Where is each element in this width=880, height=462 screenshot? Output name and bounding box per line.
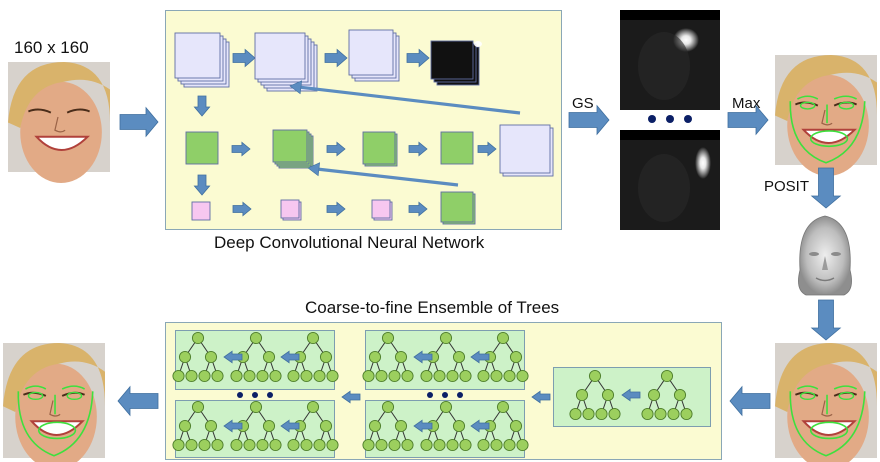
- arrow-fc-3: [408, 141, 428, 157]
- heatmap-bottom-face-shadow: [638, 154, 690, 222]
- output-block: [499, 124, 554, 177]
- arrow-face-to-ensemble: [729, 385, 771, 417]
- tree-row-2b-arrow2: [470, 419, 490, 433]
- arrow-box-to-box: [341, 390, 361, 404]
- arrow-face-to-head: [810, 167, 842, 209]
- arrow-input-to-dcnn: [119, 106, 159, 138]
- conv-block-1: [174, 32, 230, 88]
- tree-row-2a-tree1: [172, 400, 224, 452]
- arrow-fc-4: [477, 141, 497, 157]
- conv-block-3: [348, 29, 400, 82]
- feature-map-stack: [430, 40, 480, 86]
- arrow-dcnn-to-heatmaps: [568, 104, 610, 136]
- arrow-down-1: [193, 95, 211, 117]
- tree-row-2b-tree3: [477, 400, 529, 452]
- fc-block-5: [440, 191, 476, 225]
- heatmap-bottom-blob: [695, 147, 711, 179]
- arrow-conv-2: [324, 48, 348, 68]
- posit-label: POSIT: [764, 178, 810, 195]
- arrow-heatmaps-to-face: [727, 104, 769, 136]
- arrow-down-2: [193, 174, 211, 196]
- arrow-conv-3: [406, 48, 430, 68]
- max-label: Max: [732, 95, 761, 112]
- tree-row-2b-arrow1: [413, 419, 433, 433]
- arrow-small-3: [408, 201, 428, 217]
- face-after-max: [775, 55, 877, 176]
- ellipsis-dots-row-b: [427, 392, 463, 398]
- tree-row-2b-tree1: [362, 400, 414, 452]
- tree-row-1b-tree1: [362, 331, 414, 383]
- fc-block-3: [362, 131, 398, 167]
- arrow-fc-1: [231, 141, 251, 157]
- initial-tree-arrow: [621, 388, 641, 402]
- initial-tree-2: [641, 369, 693, 421]
- tree-row-2a-arrow2: [280, 419, 300, 433]
- skip-arrow-2: [307, 162, 459, 187]
- arrow-small-2: [326, 201, 346, 217]
- tree-row-2a-tree2: [230, 400, 282, 452]
- small-block-2: [280, 199, 302, 221]
- input-size-label: 160 x 160: [14, 38, 89, 57]
- small-block-3: [371, 199, 393, 221]
- arrow-small-1: [232, 201, 252, 217]
- skip-arrow-1: [289, 80, 521, 115]
- tree-row-1a-tree3: [287, 331, 339, 383]
- initial-tree-1: [569, 369, 621, 421]
- feature-map-highlight: [474, 41, 482, 47]
- input-face: [8, 62, 110, 183]
- tree-row-1a-arrow1: [223, 350, 243, 364]
- tree-row-1a-arrow2: [280, 350, 300, 364]
- tree-row-1a-tree1: [172, 331, 224, 383]
- ellipsis-dots-row-a: [237, 392, 273, 398]
- fc-block-1: [185, 131, 219, 165]
- gs-label: GS: [572, 95, 594, 112]
- fc-block-4: [440, 131, 474, 165]
- face-after-posit: [775, 343, 877, 462]
- arrow-head-to-face: [810, 299, 842, 341]
- tree-row-1b-arrow2: [470, 350, 490, 364]
- conv-block-2: [254, 32, 318, 92]
- heatmap-top-face-shadow: [638, 32, 690, 100]
- arrow-fc-2: [326, 141, 346, 157]
- ensemble-title: Coarse-to-fine Ensemble of Trees: [305, 298, 560, 317]
- arrow-ensemble-to-output: [117, 385, 159, 417]
- arrow-cf: [531, 390, 551, 404]
- head-model-icon: [798, 215, 852, 296]
- output-face: [3, 343, 105, 462]
- ellipsis-dots-heatmaps: [648, 115, 692, 123]
- arrow-conv-1: [232, 48, 256, 68]
- dcnn-caption: Deep Convolutional Neural Network: [214, 233, 485, 252]
- small-block-1: [191, 201, 211, 221]
- tree-row-2a-arrow1: [223, 419, 243, 433]
- tree-row-1b-arrow1: [413, 350, 433, 364]
- fc-block-2: [272, 129, 314, 169]
